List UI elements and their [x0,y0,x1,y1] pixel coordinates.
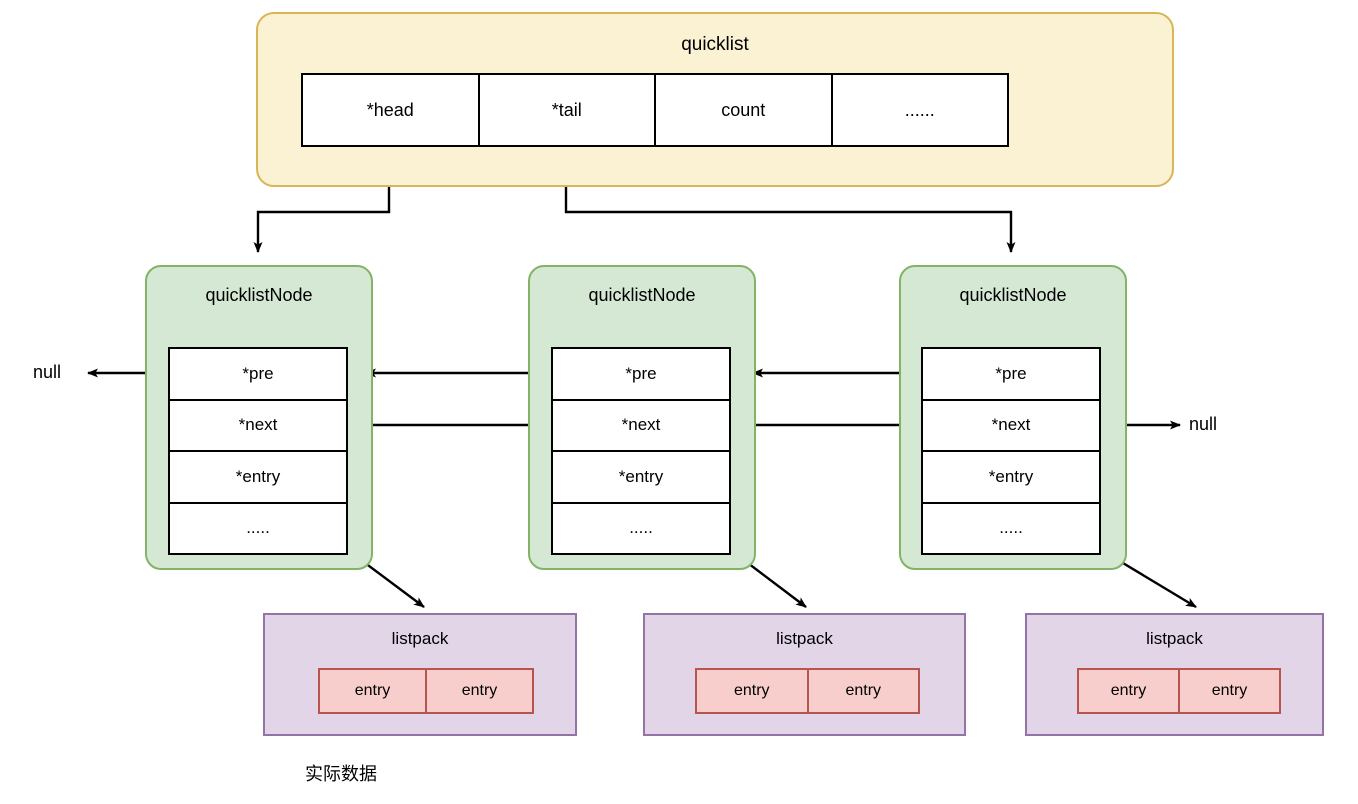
quicklist-node-3-title: quicklistNode [959,285,1067,305]
quicklist-node-3-table: *pre *next *entry ..... [921,347,1101,555]
node-1-row-ellipsis[interactable]: ..... [170,503,346,553]
listpack-1-entry-1[interactable]: entry [320,670,427,712]
listpack-3-title: listpack [1146,629,1203,648]
listpack-3: listpack entry entry [1025,613,1324,736]
listpack-3-entries: entry entry [1077,668,1281,714]
node-3-row-next[interactable]: *next [923,400,1099,452]
actual-data-caption: 实际数据 [305,764,377,784]
quicklist-field-ellipsis[interactable]: ...... [832,75,1007,145]
node-1-row-pre[interactable]: *pre [170,349,346,401]
quicklist-node-2-table: *pre *next *entry ..... [551,347,731,555]
listpack-1: listpack entry entry [263,613,577,736]
node-1-row-entry[interactable]: *entry [170,452,346,504]
listpack-2-entry-1[interactable]: entry [697,670,809,712]
listpack-1-entry-2[interactable]: entry [461,682,498,699]
quicklist-field-head[interactable]: *head [303,75,480,145]
quicklist-fields-table: *head *tail count ...... [301,73,1009,147]
node-3-row-ellipsis[interactable]: ..... [923,503,1099,553]
quicklist-field-tail[interactable]: *tail [479,75,656,145]
listpack-2-title: listpack [776,629,833,648]
node-2-row-ellipsis[interactable]: ..... [553,503,729,553]
listpack-1-entries: entry entry [318,668,534,714]
node-2-row-entry[interactable]: *entry [553,452,729,504]
listpack-2-entry-2[interactable]: entry [845,682,882,699]
quicklist-node-2-title: quicklistNode [588,285,696,305]
node-2-row-pre[interactable]: *pre [553,349,729,401]
node-3-row-pre[interactable]: *pre [923,349,1099,401]
listpack-1-title: listpack [391,629,449,648]
quicklist-node-1-title: quicklistNode [205,285,313,305]
listpack-3-entry-1[interactable]: entry [1079,670,1180,712]
node-1-row-next[interactable]: *next [170,400,346,452]
quicklist-node-1-table: *pre *next *entry ..... [168,347,348,555]
null-label-right: null [1189,414,1218,434]
listpack-3-entry-2[interactable]: entry [1211,682,1248,699]
null-label-left: null [33,362,62,382]
quicklist-title: quicklist [681,34,749,55]
listpack-2-entries: entry entry [695,668,920,714]
node-2-row-next[interactable]: *next [553,400,729,452]
listpack-2: listpack entry entry [643,613,966,736]
node-3-row-entry[interactable]: *entry [923,452,1099,504]
quicklist-field-count[interactable]: count [656,75,833,145]
